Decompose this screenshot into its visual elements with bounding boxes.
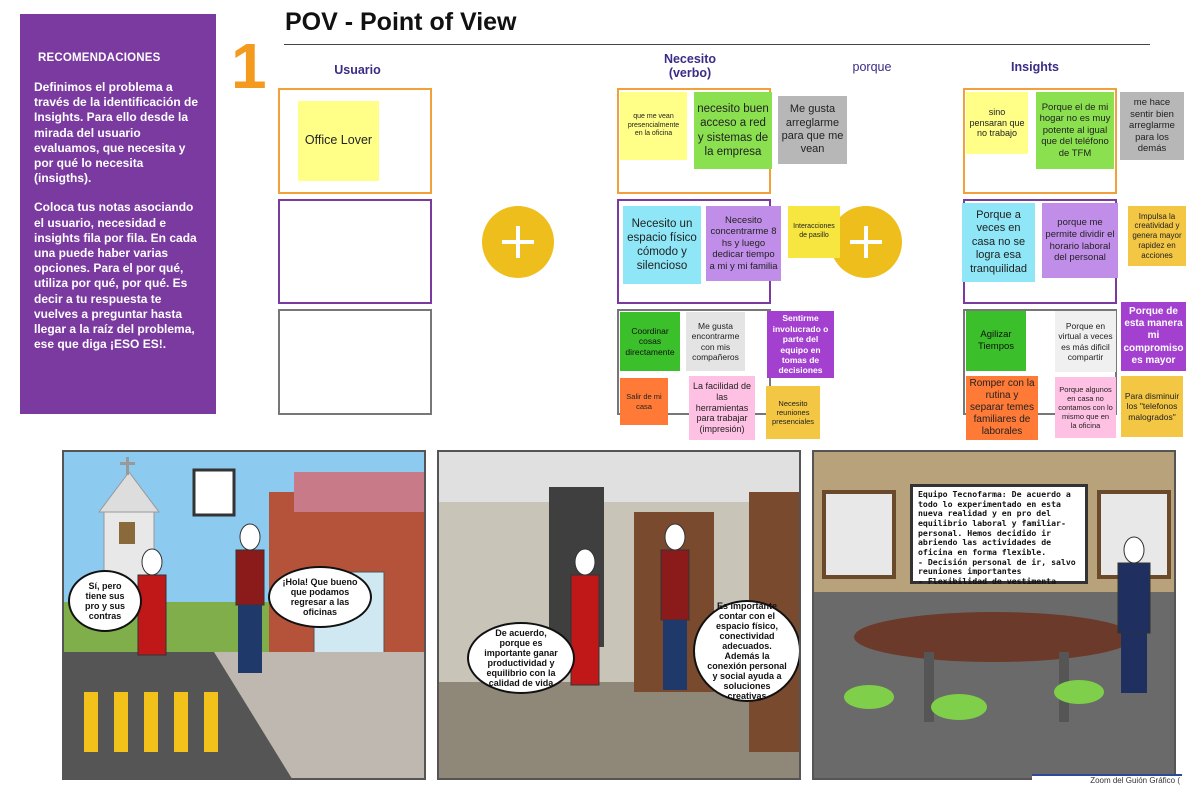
need-note[interactable]: Necesito reuniones presenciales — [766, 386, 820, 439]
insight-box-row3[interactable] — [963, 309, 1117, 415]
need-note[interactable]: Interacciones de pasillo — [788, 206, 840, 258]
step-number: 1 — [231, 30, 267, 102]
add-row-button-right[interactable] — [830, 206, 902, 278]
usuario-box-row1[interactable] — [278, 88, 432, 194]
street-scene-illustration — [64, 457, 424, 778]
insight-note[interactable]: Romper con la rutina y separar temes fam… — [966, 376, 1038, 440]
speech-bubble-right: ¡Hola! Que bueno que podamos regresar a … — [268, 566, 372, 628]
insight-note[interactable]: Impulsa la creatividad y genera mayor ra… — [1128, 206, 1186, 266]
insight-note[interactable]: sino pensaran que no trabajo — [966, 92, 1028, 154]
need-note[interactable]: Me gusta encontrarme con mis compañeros — [686, 312, 745, 371]
usuario-note[interactable]: Office Lover — [298, 101, 379, 181]
storyboard-zoom-link[interactable]: Zoom del Guión Gráfico ( — [1032, 774, 1182, 785]
column-header-porque: porque — [852, 60, 892, 74]
need-note[interactable]: La facilidad de las herramientas para tr… — [689, 376, 755, 440]
usuario-box-row2[interactable] — [278, 199, 432, 304]
need-note[interactable]: Salir de mi casa — [620, 378, 668, 425]
insight-note[interactable]: Porque el de mi hogar no es muy potente … — [1036, 92, 1114, 169]
need-note[interactable]: que me vean presencialmente en la oficin… — [620, 92, 687, 160]
recommendations-paragraph-1: Definimos el problema a través de la ide… — [34, 80, 199, 186]
need-note[interactable]: Coordinar cosas directamente — [620, 312, 680, 371]
column-header-necesito: Necesito (verbo) — [663, 52, 717, 80]
insight-note[interactable]: Para disminuir los "telefonos malogrados… — [1121, 376, 1183, 437]
insight-note[interactable]: Agilizar Tiempos — [966, 311, 1026, 371]
insight-box-row1[interactable] — [963, 88, 1117, 194]
usuario-box-row3[interactable] — [278, 309, 432, 415]
need-note[interactable]: Necesito un espacio físico cómodo y sile… — [623, 206, 701, 284]
speech-bubble-left: Sí, pero tiene sus pro y sus contras — [68, 570, 142, 632]
recommendations-heading: RECOMENDACIONES — [38, 52, 161, 64]
need-note[interactable]: Necesito concentrarme 8 hs y luego dedic… — [706, 206, 781, 281]
recommendations-panel: RECOMENDACIONES Definimos el problema a … — [20, 14, 216, 414]
insight-note[interactable]: Porque a veces en casa no se logra esa t… — [962, 203, 1035, 282]
insight-note[interactable]: porque me permite dividir el horario lab… — [1042, 203, 1118, 278]
insight-note[interactable]: me hace sentir bien arreglarme para los … — [1120, 92, 1184, 160]
speech-bubble-left: De acuerdo, porque es importante ganar p… — [467, 622, 575, 694]
title-underline — [284, 44, 1150, 45]
need-note[interactable]: Sentirme involucrado o parte del equipo … — [767, 311, 834, 378]
column-header-insights: Insights — [1011, 60, 1059, 74]
add-row-button-left[interactable] — [482, 206, 554, 278]
insight-note[interactable]: Porque de esta manera mi compromiso es m… — [1121, 302, 1186, 371]
insight-note[interactable]: Porque en virtual a veces es más dificil… — [1055, 311, 1116, 372]
comic-panel-3[interactable]: Equipo Tecnofarma: De acuerdo a todo lo … — [812, 450, 1176, 780]
comic-panel-2[interactable]: De acuerdo, porque es importante ganar p… — [437, 450, 801, 780]
page-title: POV - Point of View — [285, 8, 517, 36]
speech-bubble-right: Es importante contar con el espacio físi… — [693, 600, 799, 702]
whiteboard-announcement: Equipo Tecnofarma: De acuerdo a todo lo … — [910, 484, 1088, 586]
insight-note[interactable]: Porque algunos en casa no contamos con l… — [1055, 377, 1116, 438]
column-header-usuario: Usuario — [334, 63, 381, 77]
recommendations-paragraph-2: Coloca tus notas asociando el usuario, n… — [34, 200, 197, 352]
need-note[interactable]: Me gusta arreglarme para que me vean — [778, 96, 847, 164]
comic-panel-1[interactable]: Sí, pero tiene sus pro y sus contras ¡Ho… — [62, 450, 426, 780]
need-note[interactable]: necesito buen acceso a red y sistemas de… — [694, 92, 772, 169]
